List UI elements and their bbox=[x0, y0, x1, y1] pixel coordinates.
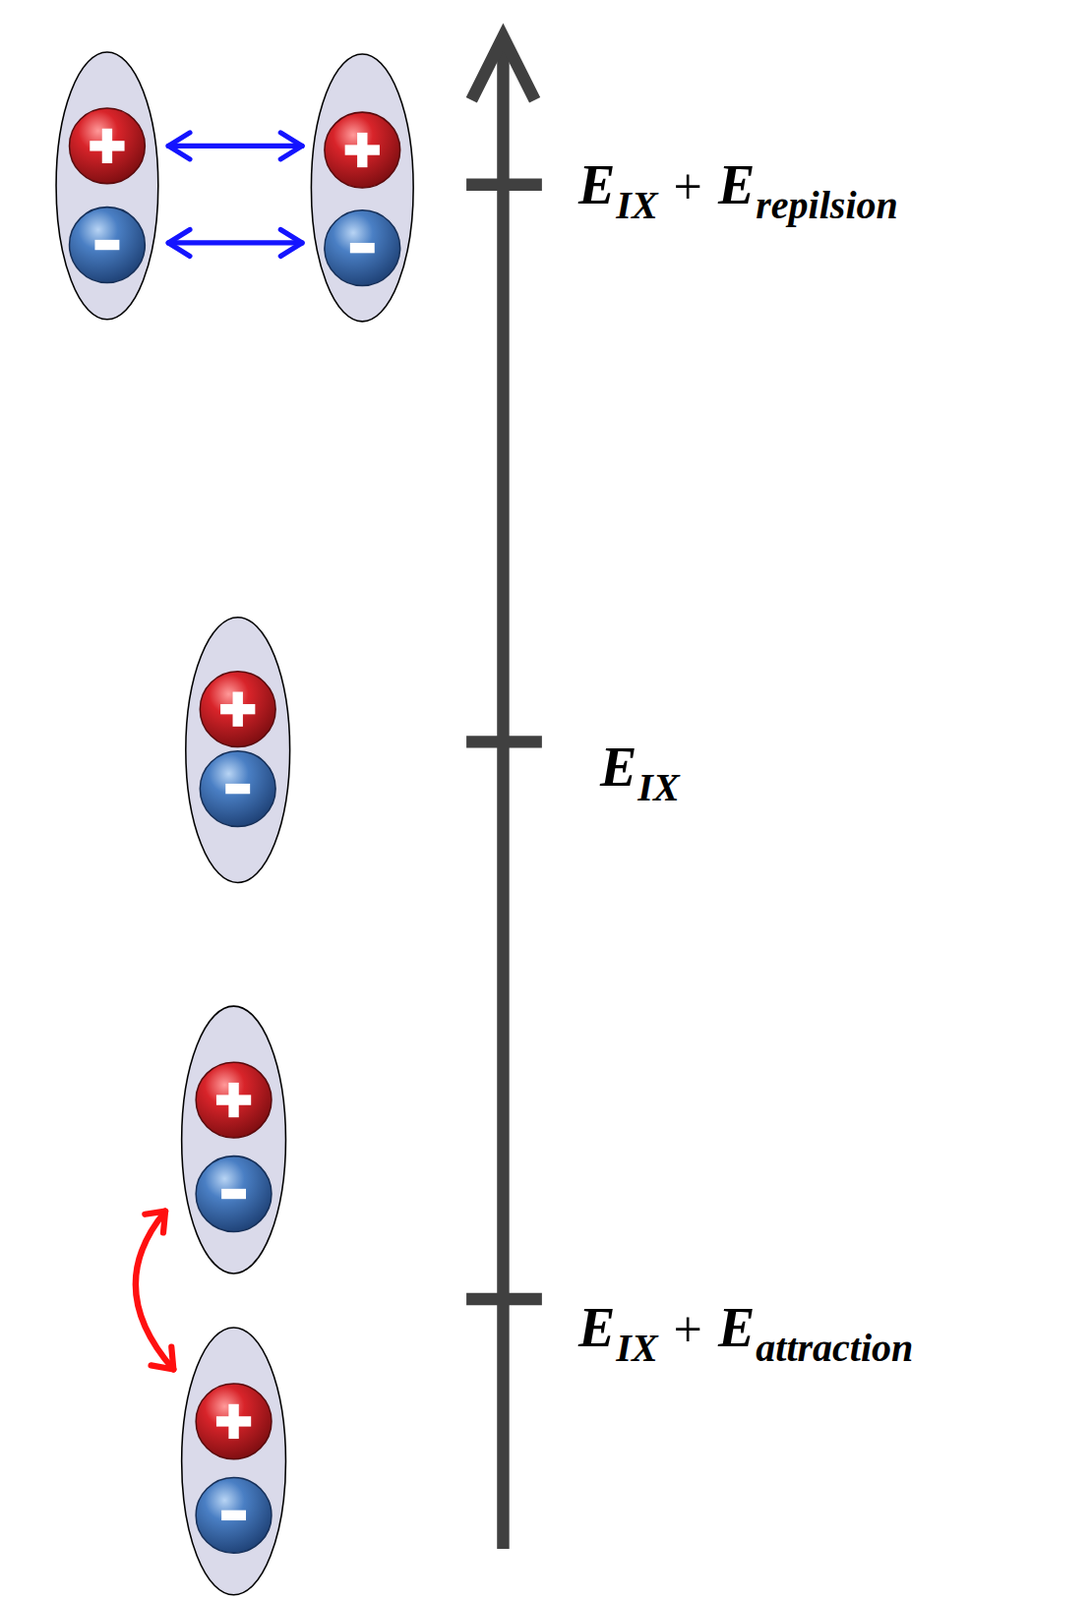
energy-subscript: IX bbox=[615, 182, 658, 228]
attraction-level-label: EIX+Eattraction bbox=[578, 1300, 913, 1369]
energy-symbol: E bbox=[718, 1297, 755, 1359]
exciton-level-label: EIX bbox=[600, 739, 680, 808]
energy-subscript: IX bbox=[637, 765, 679, 810]
single-exciton bbox=[185, 617, 291, 884]
energy-symbol: E bbox=[578, 154, 615, 216]
energy-symbol: E bbox=[718, 154, 755, 216]
energy-symbol: E bbox=[578, 1297, 615, 1359]
energy-subscript: IX bbox=[615, 1326, 658, 1371]
energy-subscript: attraction bbox=[755, 1326, 913, 1371]
plus-sign: + bbox=[673, 158, 703, 215]
repulsion-level-label: EIX+Erepilsion bbox=[578, 157, 899, 226]
plus-sign: + bbox=[673, 1301, 703, 1358]
exciton-pair-repulsion bbox=[56, 52, 414, 322]
energy-axis bbox=[466, 36, 543, 1550]
energy-subscript: repilsion bbox=[755, 182, 898, 228]
exciton-pair-attraction bbox=[135, 1006, 287, 1596]
energy-symbol: E bbox=[600, 736, 637, 798]
